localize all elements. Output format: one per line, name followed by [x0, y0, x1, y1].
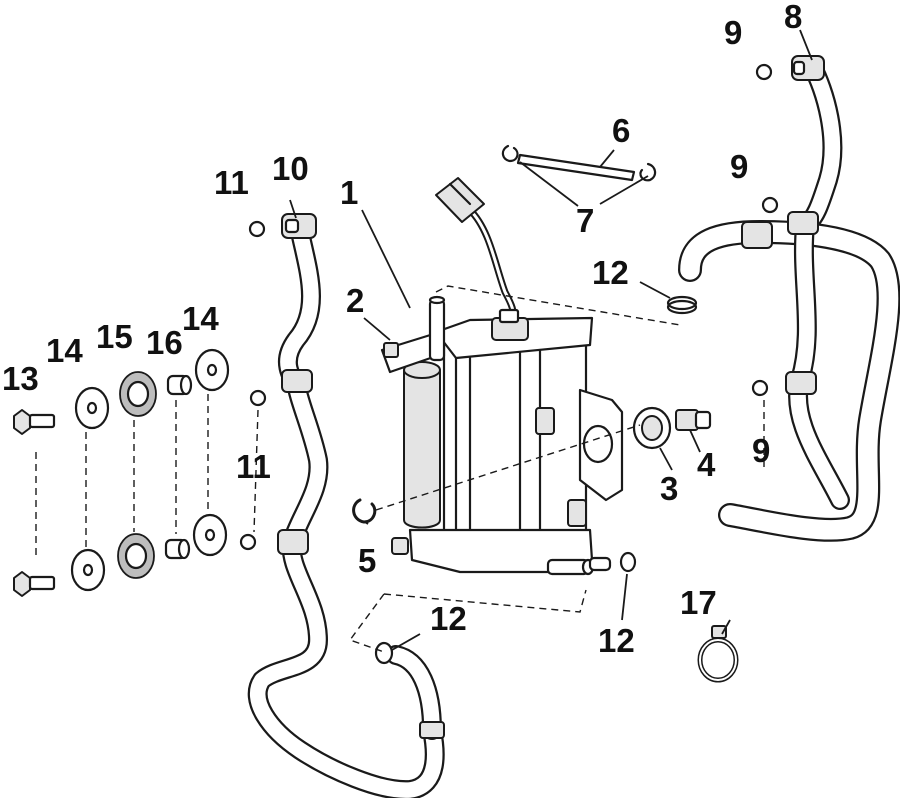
callout-16: 16	[146, 324, 183, 361]
leader-lines	[289, 29, 813, 651]
callout-14b: 14	[182, 300, 219, 337]
o-rings	[239, 63, 779, 551]
callout-9b: 9	[730, 148, 748, 185]
hose-clamps	[374, 295, 698, 665]
callout-1: 1	[340, 174, 358, 211]
callout-3: 3	[660, 470, 678, 507]
callout-7: 7	[576, 202, 594, 239]
callout-13: 13	[2, 360, 39, 397]
callout-6: 6	[612, 112, 630, 149]
callout-9a: 9	[724, 14, 742, 51]
callout-2: 2	[346, 282, 364, 319]
callout-10: 10	[272, 150, 309, 187]
mounting-hardware	[13, 348, 230, 597]
callout-8: 8	[784, 0, 802, 35]
callout-11a: 11	[214, 164, 249, 201]
callout-12c: 12	[598, 622, 635, 659]
clamp-17	[697, 625, 739, 683]
callout-17: 17	[680, 584, 717, 621]
vapor-separator-tank	[380, 177, 624, 576]
retaining-ring-part	[352, 498, 377, 524]
callout-9c: 9	[752, 432, 770, 469]
callout-11b: 11	[236, 448, 271, 485]
grommet-part	[632, 406, 672, 450]
callout-15: 15	[96, 318, 133, 355]
right-fuel-hose	[678, 55, 900, 542]
left-fuel-hose	[247, 213, 445, 798]
callout-labels: 1 2 3 4 5 6 7 8 9 9 9 10 11 11 12 12 12 …	[2, 0, 802, 659]
fitting-part	[675, 409, 712, 431]
callout-4: 4	[697, 446, 716, 483]
vent-tube-part	[516, 153, 636, 182]
callout-12b: 12	[430, 600, 467, 637]
hose-clips	[501, 144, 657, 182]
callout-12a: 12	[592, 254, 629, 291]
callout-5: 5	[358, 542, 376, 579]
alignment-lines	[35, 285, 765, 653]
callout-14a: 14	[46, 332, 83, 369]
